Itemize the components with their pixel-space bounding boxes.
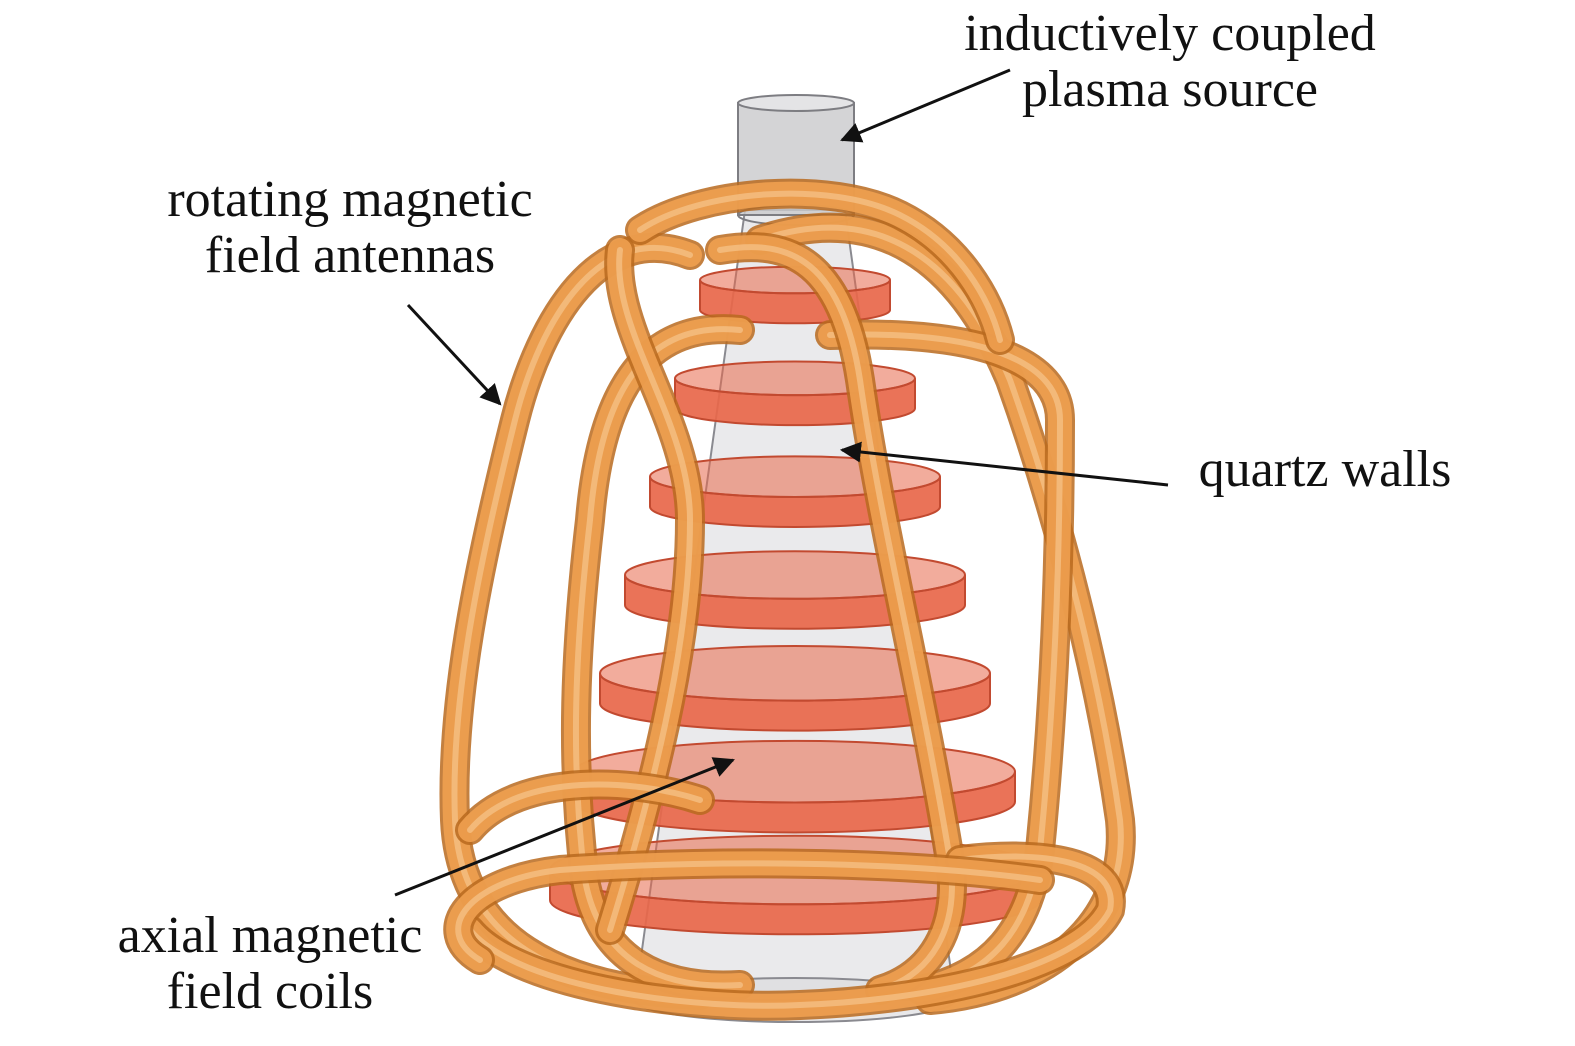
rotating-magnetic-field-antennas — [439, 178, 1136, 1021]
axial-magnetic-field-coils — [549, 265, 1041, 936]
rmf-leader-line — [406, 303, 502, 406]
quartz-walls-label-line1: quartz walls — [1198, 441, 1452, 498]
axial-leader-line — [394, 757, 735, 897]
icp-source-label-line1: inductively coupled — [964, 5, 1376, 62]
icp-source-label: inductively coupled plasma source — [930, 6, 1410, 118]
antenna-tube — [443, 848, 1055, 975]
quartz-walls-label: quartz walls — [1175, 442, 1475, 498]
axial-coil-ring — [599, 645, 991, 732]
antenna-tube — [625, 178, 1015, 355]
axial-coils-label-line2: field coils — [166, 963, 374, 1020]
axial-coil-top — [674, 360, 916, 397]
antenna-tube-highlight — [607, 247, 694, 933]
quartz-leader-line — [839, 441, 1169, 487]
axial-coils-label-line1: axial magnetic — [117, 907, 423, 964]
antenna-tube — [455, 769, 715, 845]
axial-coil-top — [599, 645, 991, 702]
axial-coils-label: axial magnetic field coils — [85, 908, 455, 1020]
rmf-antennas-label-line2: field antennas — [204, 227, 496, 284]
icp-tube-top — [737, 94, 855, 112]
antenna-tube-highlight — [717, 244, 955, 993]
icp-source-label-line2: plasma source — [1021, 61, 1318, 118]
rmf-antennas-label-line1: rotating magnetic — [167, 171, 533, 228]
antenna-tube-highlight — [467, 853, 1114, 1009]
antenna-tube — [455, 841, 1126, 1021]
icp-leader-line — [840, 68, 1011, 143]
antenna-tube-highlight — [467, 781, 703, 833]
leader-lines — [394, 68, 1169, 897]
antenna-tube — [705, 232, 967, 1005]
antenna-tube-highlight — [637, 190, 1003, 343]
antenna-tube-highlight — [572, 326, 743, 989]
antenna-tube — [595, 235, 706, 945]
antenna-tube-highlight — [455, 860, 1043, 963]
antenna-tube — [560, 314, 755, 1001]
rmf-antennas-label: rotating magnetic field antennas — [140, 172, 560, 284]
